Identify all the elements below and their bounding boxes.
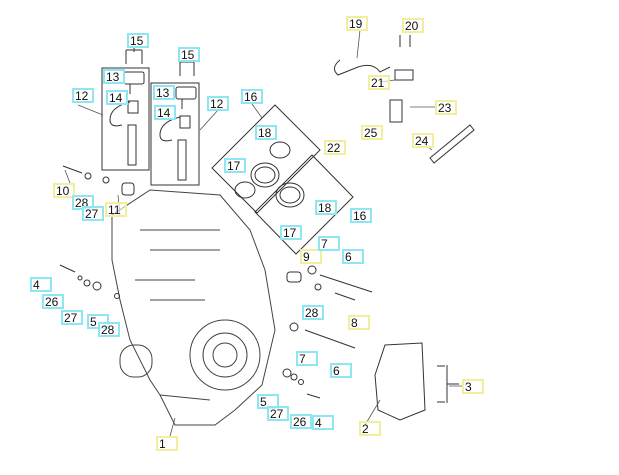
part-callout-24[interactable]: 24 xyxy=(412,133,434,148)
part-callout-16[interactable]: 16 xyxy=(241,89,263,104)
part-callout-18[interactable]: 18 xyxy=(315,200,337,215)
part-callout-26[interactable]: 26 xyxy=(290,414,312,429)
sprocket-cover xyxy=(374,342,459,421)
part-callout-21[interactable]: 21 xyxy=(368,75,390,90)
part-callout-14[interactable]: 14 xyxy=(154,105,176,120)
part-callout-20[interactable]: 20 xyxy=(402,18,424,33)
ignition-coil-box-left xyxy=(101,67,150,171)
part-callout-8[interactable]: 8 xyxy=(348,315,370,330)
part-callout-15[interactable]: 15 xyxy=(178,47,200,62)
part-callout-26[interactable]: 26 xyxy=(42,294,64,309)
intake-boots-box xyxy=(211,104,354,255)
part-callout-11[interactable]: 11 xyxy=(105,202,127,217)
bolts-and-washers xyxy=(59,165,373,399)
part-callout-7[interactable]: 7 xyxy=(318,236,340,251)
part-callout-19[interactable]: 19 xyxy=(346,16,368,31)
part-callout-27[interactable]: 27 xyxy=(82,206,104,221)
part-callout-16[interactable]: 16 xyxy=(350,208,372,223)
part-callout-17[interactable]: 17 xyxy=(280,225,302,240)
part-callout-6[interactable]: 6 xyxy=(330,363,352,378)
part-callout-14[interactable]: 14 xyxy=(106,90,128,105)
part-callout-28[interactable]: 28 xyxy=(302,305,324,320)
part-callout-7[interactable]: 7 xyxy=(296,351,318,366)
part-callout-18[interactable]: 18 xyxy=(255,125,277,140)
part-callout-13[interactable]: 13 xyxy=(153,85,175,100)
part-callout-28[interactable]: 28 xyxy=(98,322,120,337)
part-callout-12[interactable]: 12 xyxy=(72,88,94,103)
part-callout-3[interactable]: 3 xyxy=(462,379,484,394)
part-callout-6[interactable]: 6 xyxy=(342,249,364,264)
part-callout-23[interactable]: 23 xyxy=(435,100,457,115)
part-callout-1[interactable]: 1 xyxy=(156,436,178,451)
hoses-top-right xyxy=(334,35,475,164)
part-callout-12[interactable]: 12 xyxy=(207,96,229,111)
part-callout-15[interactable]: 15 xyxy=(127,33,149,48)
part-callout-9[interactable]: 9 xyxy=(300,249,322,264)
part-callout-28[interactable]: 28 xyxy=(72,195,94,210)
part-callout-22[interactable]: 22 xyxy=(324,140,346,155)
part-callout-2[interactable]: 2 xyxy=(359,421,381,436)
engine-block xyxy=(111,189,276,426)
part-callout-4[interactable]: 4 xyxy=(30,277,52,292)
part-callout-17[interactable]: 17 xyxy=(224,158,246,173)
part-callout-4[interactable]: 4 xyxy=(312,415,334,430)
ignition-coil-box-right xyxy=(150,82,200,186)
part-callout-10[interactable]: 10 xyxy=(53,183,75,198)
part-callout-25[interactable]: 25 xyxy=(361,125,383,140)
part-callout-27[interactable]: 27 xyxy=(61,310,83,325)
part-callout-13[interactable]: 13 xyxy=(103,69,125,84)
part-callout-27[interactable]: 27 xyxy=(267,406,289,421)
